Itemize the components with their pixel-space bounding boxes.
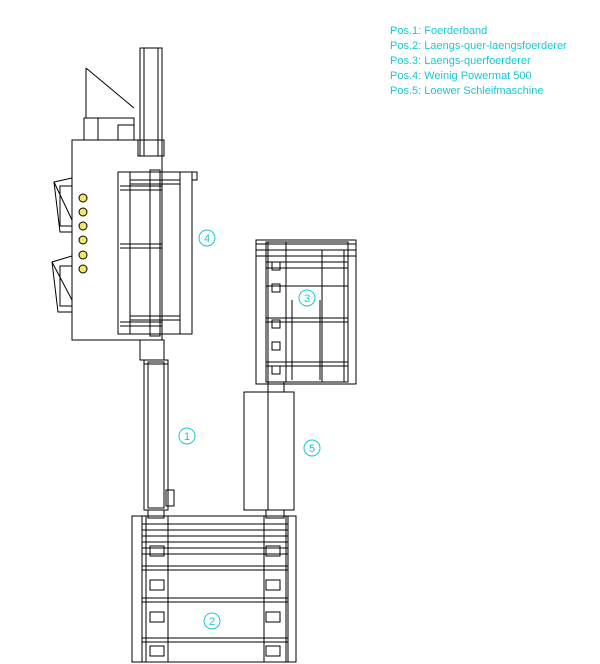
machine-powermat <box>51 47 198 361</box>
position-marker-4: 4 <box>198 229 216 247</box>
conveyor-belt <box>143 359 175 519</box>
svg-text:2: 2 <box>209 616 215 628</box>
legend-item-pos2: Pos.2: Laengs-quer-laengsfoerderer <box>390 40 567 52</box>
legend-item-pos1: Pos.1: Foerderband <box>390 25 488 37</box>
transfer-conveyor-pos3 <box>255 239 357 393</box>
position-markers: 1 2 3 4 5 <box>178 229 321 630</box>
position-marker-2: 2 <box>203 612 221 630</box>
indicator-lamps <box>78 193 88 274</box>
position-marker-1: 1 <box>178 427 196 445</box>
sanding-machine <box>243 391 295 519</box>
svg-text:3: 3 <box>304 293 310 305</box>
svg-text:4: 4 <box>204 233 210 245</box>
legend: Pos.1: Foerderband Pos.2: Laengs-quer-la… <box>390 24 567 99</box>
svg-text:1: 1 <box>184 431 190 443</box>
legend-item-pos5: Pos.5: Loewer Schleifmaschine <box>390 85 544 97</box>
svg-text:5: 5 <box>309 443 315 455</box>
legend-item-pos4: Pos.4: Weinig Powermat 500 <box>390 70 532 82</box>
transfer-conveyor-pos2 <box>131 515 297 663</box>
legend-item-pos3: Pos.3: Laengs-querfoerderer <box>390 55 531 67</box>
position-marker-5: 5 <box>303 439 321 457</box>
position-marker-3: 3 <box>298 289 316 307</box>
